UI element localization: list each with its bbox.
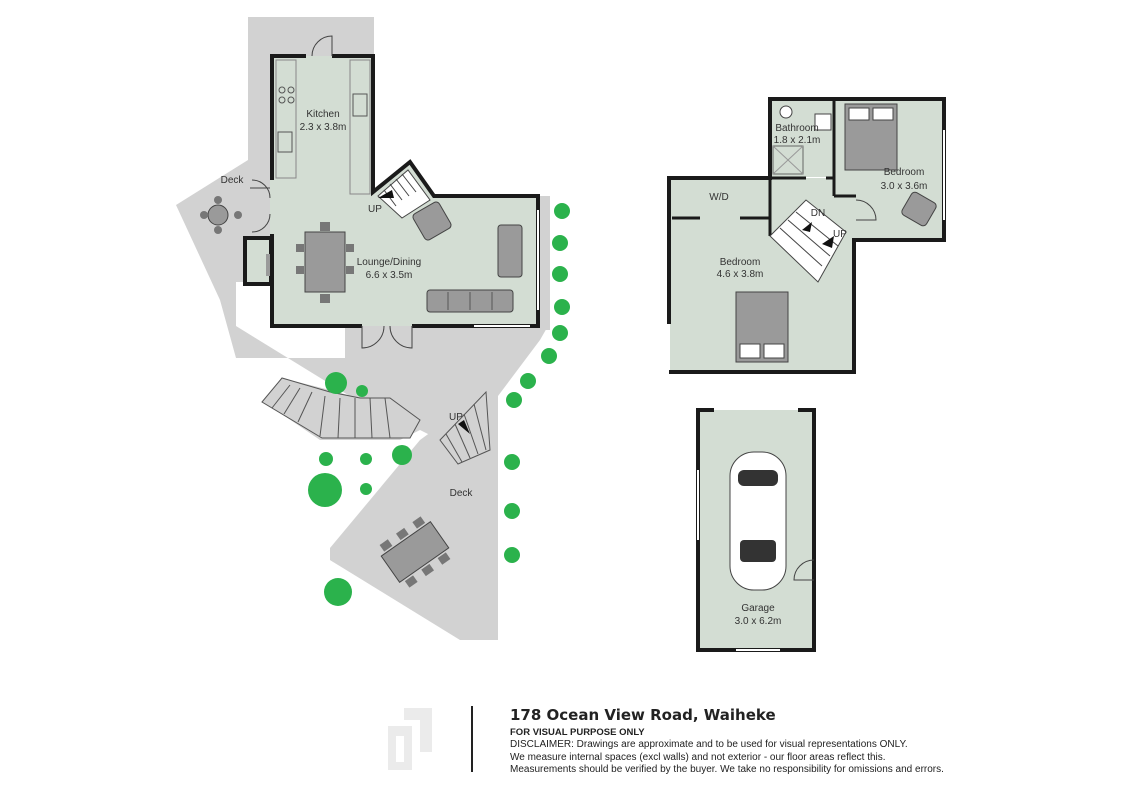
property-address: 178 Ocean View Road, Waiheke (510, 706, 776, 724)
wd-area (670, 178, 770, 218)
deck-round-table (207, 204, 229, 226)
stair-label-upper-dn: DN (811, 208, 825, 219)
stair-label-upper-up: UP (833, 229, 847, 240)
bedroom-small-dims: 3.0 x 3.6m (881, 181, 928, 192)
bedroom-small-label: Bedroom (884, 167, 925, 178)
wd-label: W/D (709, 192, 728, 203)
deck-stairs-left (261, 377, 421, 439)
bathroom-label: Bathroom (775, 123, 818, 134)
sofa-right (497, 224, 523, 278)
deck-right-strip (540, 196, 550, 330)
lounge-dims: 6.6 x 3.5m (366, 270, 413, 281)
kitchen-dims: 2.3 x 3.8m (300, 122, 347, 133)
disclaimer-line-2: We measure internal spaces (excl walls) … (510, 751, 886, 763)
shower (772, 145, 804, 175)
deck-left-label: Deck (221, 175, 245, 186)
kitchen-label: Kitchen (306, 109, 339, 120)
armchair (412, 201, 452, 241)
garage-dims: 3.0 x 6.2m (735, 616, 782, 627)
visual-purpose-note: FOR VISUAL PURPOSE ONLY (510, 727, 645, 738)
lounge-stairs (377, 169, 431, 219)
garage-label: Garage (741, 603, 775, 614)
disclaimer-line-3: Measurements should be verified by the b… (510, 764, 944, 775)
disclaimer-line-1: DISCLAIMER: Drawings are approximate and… (510, 739, 908, 750)
footer-info: 178 Ocean View Road, Waiheke FOR VISUAL … (510, 706, 1110, 777)
toilet (779, 105, 793, 119)
deck-top-strip (248, 17, 374, 60)
bedroom-large-dims: 4.6 x 3.8m (717, 269, 764, 280)
footer-divider (471, 706, 473, 772)
company-logo-icon (388, 708, 432, 770)
stair-label-deck-up: UP (449, 412, 463, 423)
car (729, 451, 787, 591)
bedroom-large-label: Bedroom (720, 257, 761, 268)
armchair-upper (901, 191, 937, 227)
plants (308, 203, 570, 606)
stair-label-lounge-up: UP (368, 204, 382, 215)
deck-lower-label: Deck (450, 488, 474, 499)
lounge-label: Lounge/Dining (357, 257, 422, 268)
kitchen-counter-right (349, 59, 371, 195)
deck-left-area (176, 17, 374, 358)
deck-dining-set (379, 516, 451, 588)
dining-table (304, 231, 346, 293)
kitchen-counter-left (275, 59, 297, 179)
bathroom-dims: 1.8 x 2.1m (774, 135, 821, 146)
